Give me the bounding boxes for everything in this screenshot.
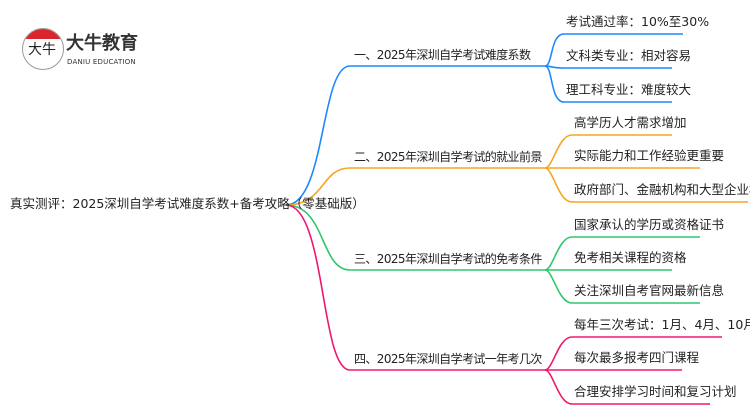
branch-line	[285, 65, 545, 206]
root-node: 真实测评：2025深圳自学考试难度系数+备考攻略（零基础版）	[10, 196, 365, 211]
leaf-node: 理工科专业：难度较大	[566, 82, 692, 97]
branch-line	[285, 167, 545, 206]
leaf-node: 国家承认的学历或资格证书	[574, 217, 725, 232]
brand-name-en: DANIU EDUCATION	[67, 58, 136, 66]
logo-mark: 大牛	[28, 42, 56, 58]
branch-node: 一、2025年深圳自学考试难度系数	[354, 48, 531, 62]
branch-node: 二、2025年深圳自学考试的就业前景	[354, 150, 542, 164]
leaf-line	[544, 65, 672, 69]
leaf-node: 文科类专业：相对容易	[566, 48, 692, 63]
leaf-node: 免考相关课程的资格	[574, 250, 687, 265]
leaf-node: 考试通过率：10%至30%	[566, 14, 710, 29]
leaf-line	[544, 269, 700, 304]
leaf-line	[544, 336, 722, 371]
leaf-line	[544, 236, 700, 271]
branch-line	[285, 204, 545, 371]
leaf-node: 每年三次考试：1月、4月、10月	[574, 317, 750, 332]
leaf-node: 合理安排学习时间和复习计划	[574, 384, 737, 399]
leaf-line	[544, 65, 672, 103]
leaf-node: 实际能力和工作经验更重要	[574, 148, 725, 163]
branch-node: 四、2025年深圳自学考试一年考几次	[354, 352, 542, 366]
leaf-node: 关注深圳自考官网最新信息	[574, 283, 725, 298]
brand-name: 大牛教育	[66, 33, 138, 54]
leaf-line	[544, 167, 748, 203]
leaf-line	[544, 369, 710, 405]
logo-icon: 大牛	[22, 28, 64, 70]
leaf-node: 政府部门、金融机构和大型企业机会多	[574, 182, 750, 197]
branch-node: 三、2025年深圳自学考试的免考条件	[354, 252, 542, 266]
leaf-line	[544, 134, 672, 169]
leaf-line	[544, 33, 683, 67]
leaf-node: 高学历人才需求增加	[574, 115, 687, 130]
leaf-node: 每次最多报考四门课程	[574, 350, 700, 365]
branch-line	[285, 204, 545, 271]
